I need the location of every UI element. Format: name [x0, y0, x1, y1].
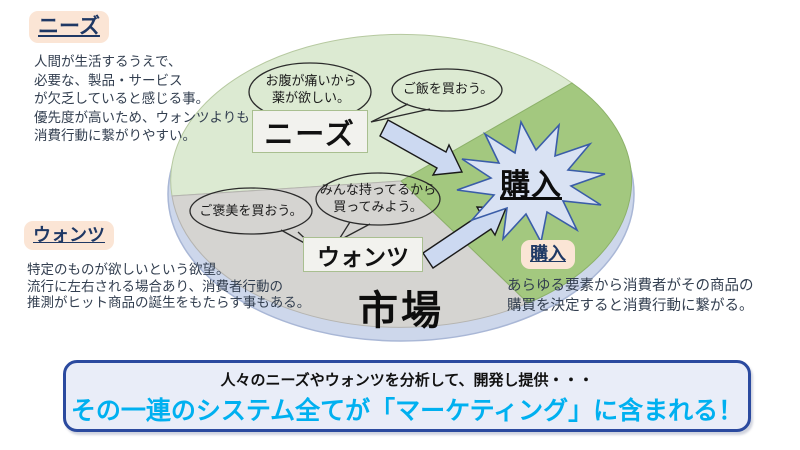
wants-description: 特定のものが欲しいという欲望。 流行に左右される場合あり、消費者行動の 推測がヒ… — [27, 262, 310, 312]
needs-description: 人間が生活するうえで、 必要な、製品・サービス が欠乏していると感じる事。 優先… — [34, 53, 250, 146]
wants-desc-line: 特定のものが欲しいという欲望。 — [27, 262, 230, 277]
bubble-line: ご飯を買おう。 — [402, 80, 494, 96]
needs-desc-line: 消費行動に繋がりやすい。 — [34, 128, 196, 143]
wants-desc-line: 流行に左右される場合あり、消費者行動の — [27, 278, 283, 294]
speech-bubble-needs-1-text: お腹が痛いから 薬が欲しい。 — [252, 64, 370, 116]
bubble-line: お腹が痛いから — [265, 73, 357, 89]
needs-label-box: ニーズ — [252, 110, 368, 153]
needs-sector — [170, 33, 573, 197]
needs-desc-line: 人間が生活するうえで、 — [34, 54, 182, 69]
speech-bubble-wants-1 — [189, 187, 313, 235]
footer-line1: 人々のニーズやウォンツを分析して、開発し提供・・・ — [220, 372, 594, 389]
speech-bubble-wants-1-text: ご褒美を買おう。 — [191, 198, 311, 224]
market-label: 市場 — [358, 289, 444, 333]
bubble-line: 買ってみよう。 — [333, 199, 423, 214]
purchase-starburst-label: 購入 — [500, 168, 562, 202]
footer-summary-box: 人々のニーズやウォンツを分析して、開発し提供・・・ その一連のシステム全てが「マ… — [63, 360, 751, 432]
needs-to-purchase-arrow — [379, 119, 464, 176]
speech-bubble-needs-2-text: ご飯を買おう。 — [394, 76, 502, 102]
purchase-desc-line: 購買を決定すると消費行動に繋がる。 — [507, 298, 754, 314]
needs-desc-line: 優先度が高いため、ウォンツよりも — [34, 109, 250, 125]
speech-bubble-wants-2 — [315, 172, 441, 226]
speech-bubble-needs-2-tail — [370, 103, 431, 123]
needs-desc-line: が欠乏していると感じる事。 — [34, 91, 210, 106]
needs-heading: ニーズ — [29, 11, 109, 44]
bubble-line: 薬が欲しい。 — [271, 90, 350, 105]
speech-bubble-wants-2-text: みんな持ってるから 買ってみよう。 — [317, 174, 439, 224]
purchase-starburst — [456, 119, 606, 245]
wants-label-box: ウォンツ — [303, 237, 423, 272]
wants-desc-line: 推測がヒット商品の誕生をもたらす事もある。 — [27, 295, 311, 310]
purchase-desc-line: あらゆる要素から消費者がその商品の — [507, 278, 754, 294]
bubble-line: ご褒美を買おう。 — [199, 202, 303, 218]
needs-desc-line: 必要な、製品・サービス — [34, 72, 183, 88]
bubble-line: みんな持ってるから — [319, 182, 437, 198]
speech-bubble-needs-2 — [391, 68, 503, 112]
wants-heading: ウォンツ — [24, 221, 114, 250]
footer-line2: その一連のシステム全てが「マーケティング」に含まれる！ — [70, 397, 744, 425]
purchase-heading: 購入 — [521, 240, 575, 269]
purchase-description: あらゆる要素から消費者がその商品の 購買を決定すると消費行動に繋がる。 — [507, 276, 754, 316]
